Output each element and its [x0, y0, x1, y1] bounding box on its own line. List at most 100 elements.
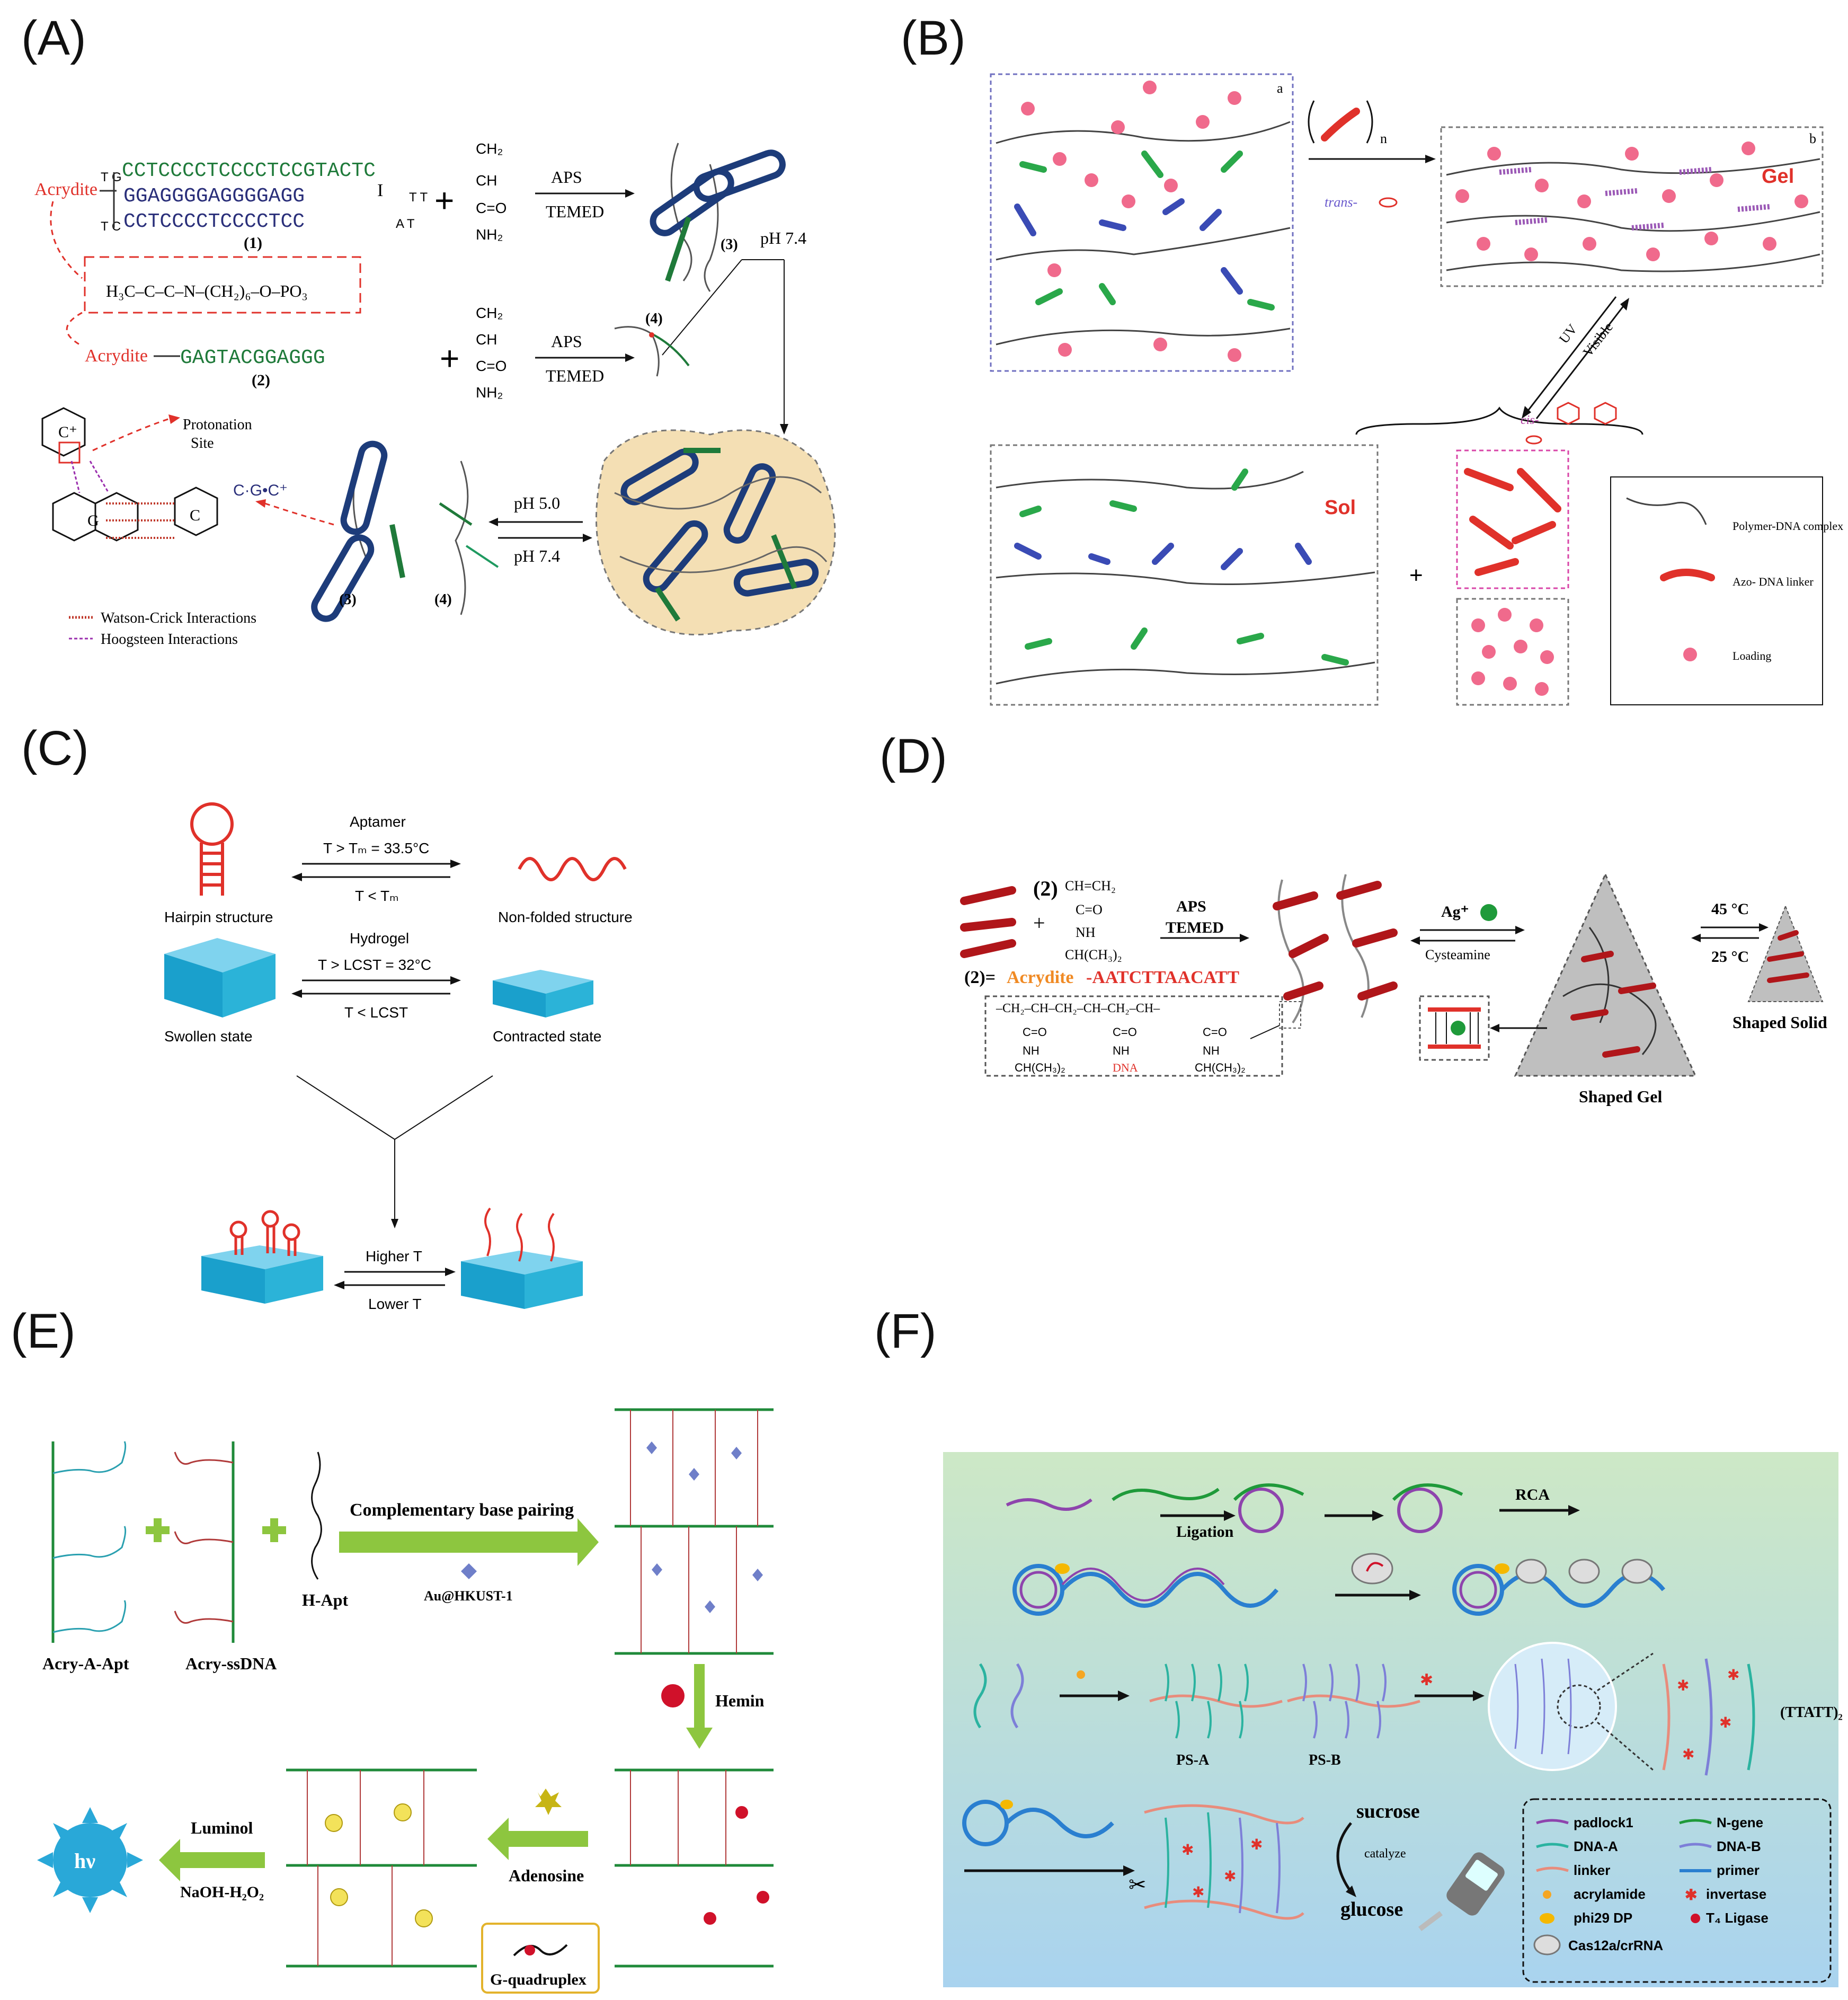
- seq-1b: GGAGGGGAGGGGAGG: [123, 185, 305, 208]
- legend-azo-linker: Azo- DNA linker: [1732, 575, 1814, 588]
- g-base: G: [87, 512, 99, 529]
- higher-t-label: Higher T: [366, 1248, 422, 1264]
- svg-text:C=O: C=O: [476, 358, 507, 374]
- svg-text:CH: CH: [476, 331, 497, 348]
- panel-a-diagram: CCTCCCCTCCCCTCCGTACTC GGAGGGGAGGGGAGG C C…: [34, 140, 836, 648]
- acry-a-apt-strands: [52, 1441, 127, 1633]
- product-3-lower: [311, 440, 405, 622]
- tc-label: T C: [101, 219, 121, 234]
- panel-b-diagram: a n trans- b Gel: [990, 73, 1843, 706]
- aps-1: APS: [551, 167, 582, 187]
- product-4-lower: [439, 461, 499, 615]
- sol-label: Sol: [1325, 497, 1356, 519]
- temed-2: TEMED: [546, 366, 604, 385]
- adenosine-icon: [535, 1789, 562, 1815]
- cbp-label: Complementary base pairing: [350, 1500, 574, 1520]
- box-b-label: b: [1809, 131, 1816, 146]
- d-eq-prefix: (2)=: [964, 968, 996, 987]
- acrylamide-2: CH₂ CH C=O NH₂: [476, 305, 507, 401]
- ph74-bottom: pH 7.4: [514, 546, 560, 565]
- cis-label: cis-: [1521, 413, 1539, 427]
- svg-text:CH₂: CH₂: [476, 140, 503, 157]
- ps-a-polymer: [1149, 1663, 1283, 1739]
- lower-t-label: Lower T: [368, 1296, 422, 1312]
- c-base: C: [190, 507, 200, 524]
- luminol-arrow: [159, 1839, 265, 1881]
- legend-phi29: phi29 DP: [1574, 1910, 1632, 1926]
- padlock-probe: [1006, 1498, 1092, 1511]
- cgc-label: C·G•C⁺: [233, 482, 288, 499]
- ttatt-label: (TTATT)₂: [1780, 1704, 1843, 1721]
- panel-e-diagram: Acry-A-Apt Acry-ssDNA H-Apt Complementar…: [37, 1408, 774, 1994]
- plus-2: +: [440, 339, 459, 377]
- lcst-gt: T > LCST = 32°C: [318, 957, 431, 973]
- panel-label-d: (D): [879, 729, 947, 783]
- svg-text:C=O: C=O: [1113, 1025, 1137, 1039]
- box-b: [1440, 126, 1824, 287]
- legend-dna-a: DNA-A: [1574, 1838, 1618, 1854]
- hairpin-label: Hairpin structure: [164, 909, 273, 925]
- svg-text:✱: ✱: [1682, 1746, 1694, 1763]
- legend-dna-b: DNA-B: [1717, 1838, 1761, 1854]
- panel-d-diagram: (2) + CH=CH₂ C=O NH CH(CH₃)₂ APS TEMED (…: [960, 872, 1827, 1106]
- svg-text:NH: NH: [1023, 1044, 1040, 1057]
- loading-spheres-released: [1471, 608, 1554, 696]
- invertase-star-1: ✱: [1420, 1671, 1433, 1689]
- wc-legend: Watson-Crick Interactions: [101, 610, 256, 626]
- svg-text:✱: ✱: [1727, 1667, 1739, 1683]
- box-azo-linkers: [1456, 449, 1569, 589]
- complementary-arrow: [339, 1518, 599, 1566]
- svg-text:NH₂: NH₂: [476, 226, 503, 243]
- acrydite-label-2: Acrydite: [85, 346, 148, 366]
- seq-2: GAGTACGGAGGG: [180, 347, 325, 369]
- polymer-chain-box: [984, 995, 1283, 1077]
- panel-f-diagram: Ligation RCA PS-A PS-B ✱: [943, 1452, 1843, 1987]
- ps-b-polymer: [1287, 1663, 1420, 1739]
- naoh-label: NaOH-H₂O₂: [180, 1883, 264, 1901]
- zoomed-network: ✱✱✱✱: [1662, 1658, 1755, 1776]
- legend-ngene: N-gene: [1717, 1815, 1763, 1830]
- d-two: (2): [1033, 877, 1058, 900]
- svg-text:✱: ✱: [1719, 1714, 1731, 1731]
- roman-one: I: [377, 181, 383, 200]
- ligation-label: Ligation: [1176, 1523, 1234, 1541]
- hv-sun-icon: [37, 1807, 143, 1913]
- shaped-solid-label: Shaped Solid: [1732, 1013, 1827, 1032]
- gel-label: Gel: [1762, 165, 1794, 188]
- polymer-chain: –CH₂–CH–CH₂–CH–CH₂–CH–: [996, 1002, 1160, 1015]
- hydrogel-green-strands: [654, 448, 797, 622]
- contracted-gel-block: [493, 970, 593, 1017]
- tm-gt: T > Tₘ = 33.5°C: [323, 840, 429, 856]
- shaped-gel-label: Shaped Gel: [1579, 1087, 1662, 1106]
- hemin-label: Hemin: [715, 1691, 765, 1710]
- d-dna-label: DNA: [1113, 1061, 1138, 1074]
- glucose-label: glucose: [1340, 1898, 1403, 1921]
- cleaved-network: ✱✱✱✱: [1144, 1804, 1304, 1920]
- trans-label: trans-: [1325, 194, 1357, 210]
- label-3-bottom: (3): [339, 591, 357, 608]
- svg-text:C=O: C=O: [476, 200, 507, 216]
- nonfolded-icon: [518, 857, 627, 881]
- cysteamine-label: Cysteamine: [1425, 947, 1490, 962]
- svg-text:NH₂: NH₂: [476, 384, 503, 401]
- legend-loading: Loading: [1732, 649, 1771, 662]
- sucrose-label: sucrose: [1356, 1800, 1420, 1822]
- hemin-arrow: [686, 1728, 713, 1749]
- label-4-bottom: (4): [434, 591, 452, 608]
- box-sol: [990, 444, 1379, 706]
- acry-ssdna-label: Acry-ssDNA: [185, 1654, 277, 1673]
- luminol-label: Luminol: [191, 1818, 253, 1837]
- svg-text:✱: ✱: [1192, 1884, 1204, 1900]
- svg-text:NH: NH: [1113, 1044, 1130, 1057]
- rca-label: RCA: [1515, 1486, 1550, 1503]
- panel-label-e: (E): [11, 1304, 76, 1358]
- contracted-label: Contracted state: [493, 1028, 601, 1045]
- panel-label-c: (C): [21, 721, 89, 775]
- panel-f-background: [943, 1452, 1838, 1987]
- acrydite-formula: H₃C–C–C–N–(CH₂)₆–O–PO₃: [106, 281, 308, 300]
- d-plus: +: [1033, 911, 1045, 935]
- hydrogel-network: [595, 429, 836, 635]
- adenosine-label: Adenosine: [509, 1866, 584, 1885]
- seq-1a: CCTCCCCTCCCCTCCGTACTC: [122, 160, 376, 182]
- aptamer-label: Aptamer: [350, 813, 406, 830]
